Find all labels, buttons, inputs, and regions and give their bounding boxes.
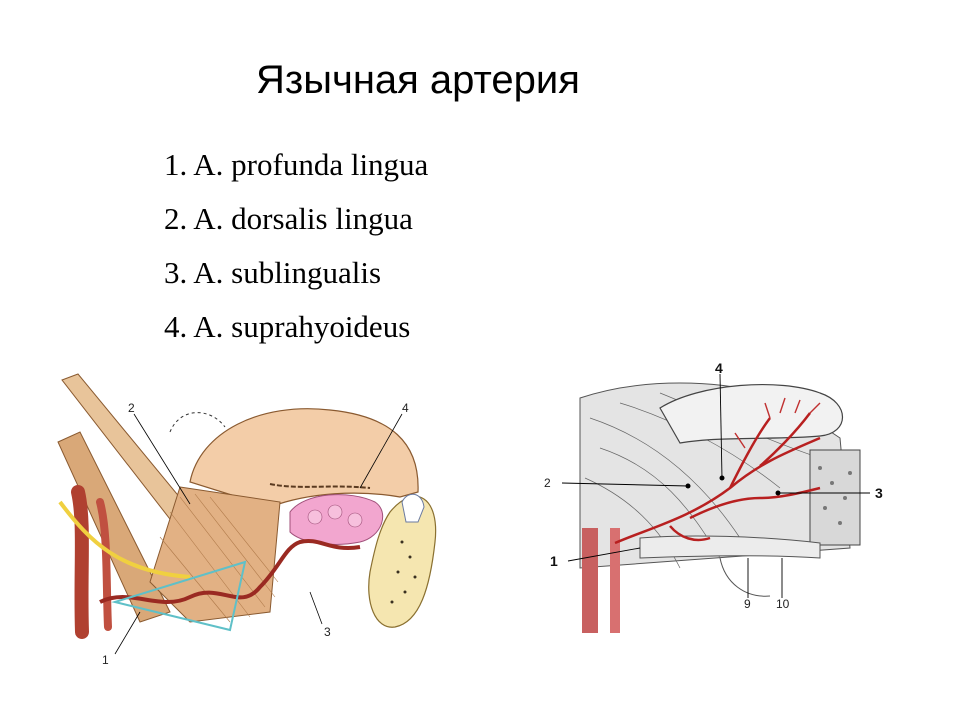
fig-right-label-1: 1 bbox=[550, 553, 558, 569]
fig-left-label-4: 4 bbox=[402, 401, 409, 415]
fig-right-label-2: 2 bbox=[544, 476, 551, 490]
fig-right-label-10: 10 bbox=[776, 597, 790, 611]
slide-title: Язычная артерия bbox=[256, 58, 580, 102]
left-tongue-illustration: 2 4 1 3 bbox=[30, 372, 450, 672]
fig-right-label-9: 9 bbox=[744, 597, 751, 611]
fig-right-label-4: 4 bbox=[715, 360, 723, 376]
list-item: 1. A. profunda lingua bbox=[164, 147, 429, 182]
fig-left-label-3: 3 bbox=[324, 625, 331, 639]
list-item: 3. A. sublingualis bbox=[164, 255, 382, 290]
fig-left-label-2: 2 bbox=[128, 401, 135, 415]
fig-left-label-1: 1 bbox=[102, 653, 109, 667]
list-item: 4. A. suprahyoideus bbox=[164, 309, 411, 344]
list-item: 2. A. dorsalis lingua bbox=[164, 201, 413, 236]
right-tongue-illustration: 4 2 3 1 9 10 bbox=[520, 358, 900, 633]
fig-right-label-3: 3 bbox=[875, 485, 883, 501]
artery-list: 1. A. profunda lingua 2. A. dorsalis lin… bbox=[164, 142, 428, 358]
